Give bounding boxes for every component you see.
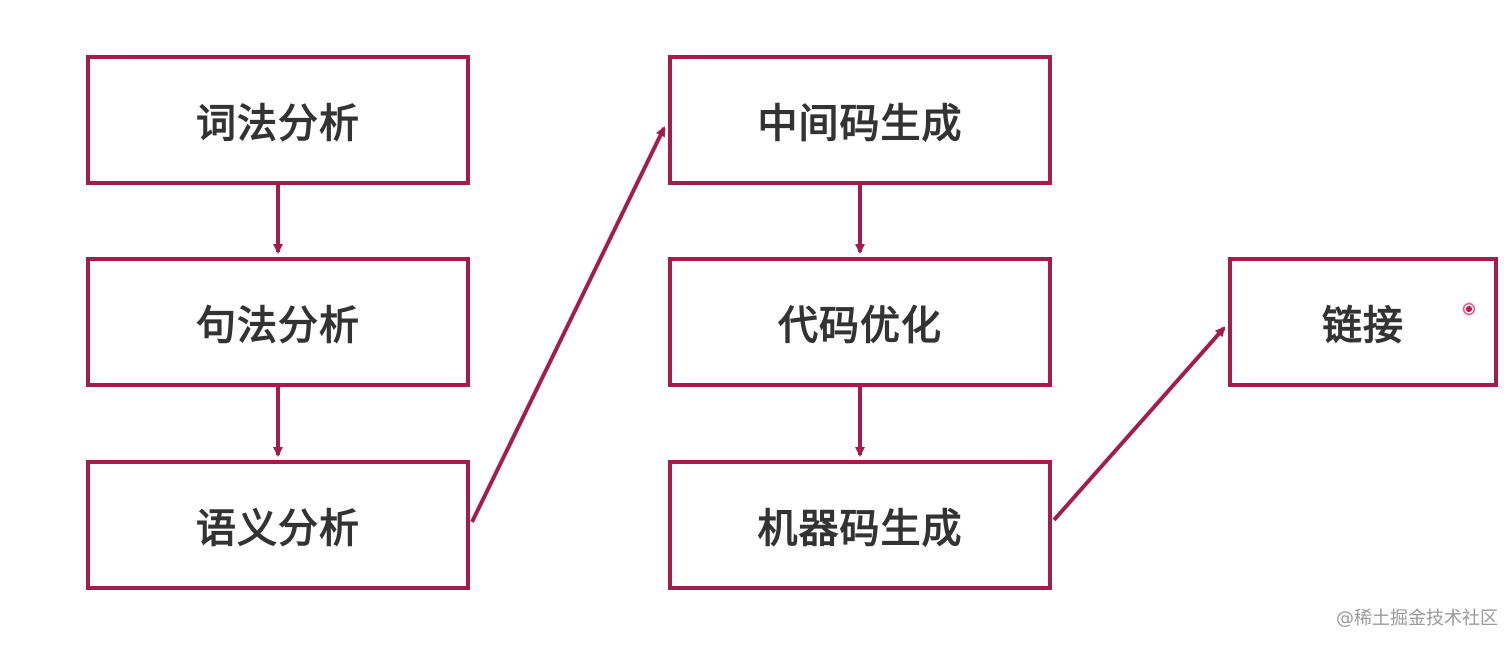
step-label-intermediate-code: 中间码生成: [757, 101, 963, 147]
arrow-semantic-to-intermediate: [470, 126, 666, 523]
watermark-text: @稀土掘金技术社区: [1336, 608, 1498, 629]
step-label-semantic-analysis: 语义分析: [196, 506, 360, 552]
step-box-code-optimization: 代码优化: [668, 257, 1052, 387]
step-label-lexical-analysis: 词法分析: [196, 101, 360, 147]
step-box-machine-code: 机器码生成: [668, 460, 1052, 590]
step-box-intermediate-code: 中间码生成: [668, 55, 1052, 185]
step-label-syntax-analysis: 句法分析: [196, 303, 360, 349]
step-label-machine-code: 机器码生成: [757, 506, 963, 552]
step-label-linking: 链接: [1322, 303, 1404, 349]
arrow-machine-to-link: [1052, 326, 1226, 522]
step-box-lexical-analysis: 词法分析: [86, 55, 470, 185]
step-box-syntax-analysis: 句法分析: [86, 257, 470, 387]
step-box-linking: 链接: [1228, 257, 1498, 387]
step-box-semantic-analysis: 语义分析: [86, 460, 470, 590]
cursor-pointer-dot: [1462, 302, 1476, 316]
step-label-code-optimization: 代码优化: [778, 303, 942, 349]
